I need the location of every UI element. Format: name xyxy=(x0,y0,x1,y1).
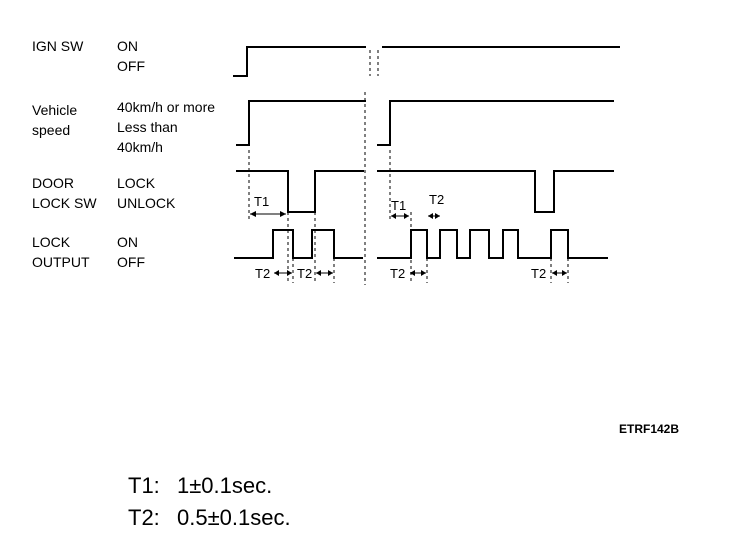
arrowhead xyxy=(552,270,557,276)
speed-waveform-left xyxy=(236,100,366,146)
speed-state-high: 40km/h or more xyxy=(117,99,215,115)
speed-state-low-2: 40km/h xyxy=(117,139,163,155)
lock-output-waveform-left xyxy=(234,229,363,259)
ign-sw-state-off: OFF xyxy=(117,58,145,74)
t1-label-left: T1 xyxy=(254,194,269,209)
ign-sw-label: IGN SW xyxy=(32,38,84,54)
speed-state-low-1: Less than xyxy=(117,119,178,135)
arrowhead xyxy=(562,270,567,276)
t2-label-bottom-2: T2 xyxy=(297,266,312,281)
legend-t2-value: 0.5±0.1sec. xyxy=(177,505,291,530)
door-lock-waveform-right xyxy=(377,170,614,213)
arrowhead xyxy=(391,213,396,219)
vehicle-speed-label-1: Vehicle xyxy=(32,102,77,118)
t2-label-bottom-1: T2 xyxy=(255,266,270,281)
t2-label-upper: T2 xyxy=(429,192,444,207)
ign-sw-waveform-left xyxy=(233,46,366,77)
legend-t2-label: T2: xyxy=(128,505,160,530)
lock-output-waveform-right xyxy=(377,229,608,259)
door-lock-sw-label-1: DOOR xyxy=(32,175,74,191)
arrowhead xyxy=(404,213,409,219)
arrowhead xyxy=(274,270,279,276)
arrowhead xyxy=(280,211,286,217)
door-lock-state-unlock: UNLOCK xyxy=(117,195,176,211)
legend-t1-value: 1±0.1sec. xyxy=(177,473,272,498)
ign-sw-state-on: ON xyxy=(117,38,138,54)
t2-label-bottom-4: T2 xyxy=(531,266,546,281)
figure-code: ETRF142B xyxy=(619,422,679,436)
lock-output-state-on: ON xyxy=(117,234,138,250)
lock-output-label-1: LOCK xyxy=(32,234,71,250)
door-lock-state-lock: LOCK xyxy=(117,175,156,191)
arrowhead xyxy=(421,270,426,276)
legend-t1-label: T1: xyxy=(128,473,160,498)
arrowhead xyxy=(410,270,415,276)
lock-output-label-2: OUTPUT xyxy=(32,254,90,270)
arrowhead xyxy=(428,213,433,219)
arrowhead xyxy=(328,270,333,276)
door-lock-sw-label-2: LOCK SW xyxy=(32,195,97,211)
arrowhead xyxy=(435,213,440,219)
lock-output-state-off: OFF xyxy=(117,254,145,270)
arrowhead xyxy=(287,270,292,276)
t1-label-right: T1 xyxy=(391,198,406,213)
t2-label-bottom-3: T2 xyxy=(390,266,405,281)
arrowhead xyxy=(250,211,256,217)
arrowhead xyxy=(316,270,321,276)
speed-waveform-right xyxy=(377,100,614,146)
door-lock-waveform-left xyxy=(236,170,364,213)
vehicle-speed-label-2: speed xyxy=(32,122,70,138)
